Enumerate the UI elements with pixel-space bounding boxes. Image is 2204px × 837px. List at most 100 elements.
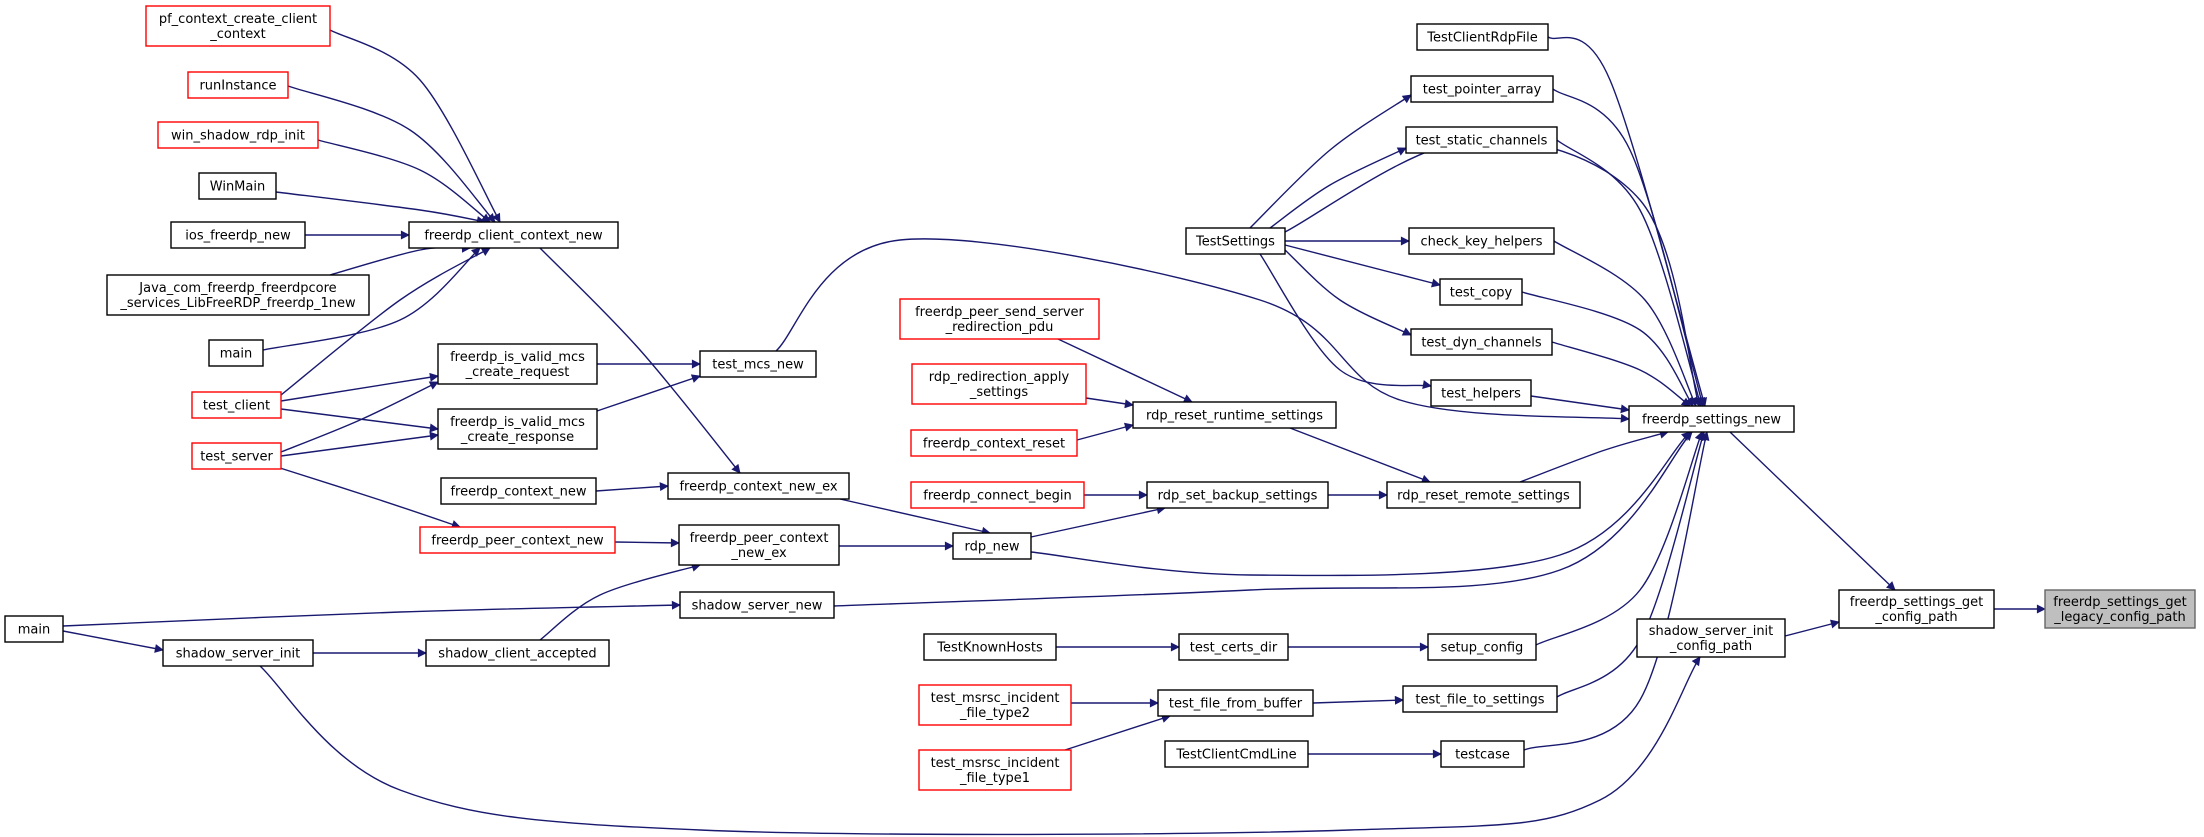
graph-node[interactable]: freerdp_is_valid_mcs_create_request	[437, 343, 598, 385]
graph-node[interactable]: freerdp_settings_get_config_path	[1838, 589, 1995, 629]
node-box	[1430, 379, 1532, 407]
graph-node[interactable]: freerdp_client_context_new	[408, 221, 619, 249]
graph-node[interactable]: TestKnownHosts	[923, 633, 1057, 661]
node-box	[157, 121, 319, 149]
graph-node[interactable]: rdp_set_backup_settings	[1146, 481, 1329, 509]
graph-node[interactable]: test_copy	[1439, 278, 1523, 306]
node-box	[1440, 740, 1525, 768]
call-edge	[259, 656, 1701, 836]
graph-node[interactable]: rdp_redirection_apply_settings	[911, 363, 1087, 405]
graph-node[interactable]: shadow_server_new	[679, 591, 835, 619]
node-label: freerdp_settings_get	[1850, 595, 1983, 610]
graph-node[interactable]: test_file_to_settings	[1402, 685, 1558, 713]
graph-node[interactable]: TestSettings	[1185, 227, 1286, 255]
graph-node[interactable]: freerdp_is_valid_mcs_create_response	[437, 408, 598, 450]
graph-node[interactable]: shadow_client_accepted	[425, 639, 610, 667]
graph-node[interactable]: freerdp_connect_begin	[910, 481, 1085, 509]
graph-node[interactable]: test_static_channels	[1405, 126, 1558, 154]
node-box	[440, 477, 597, 505]
node-box	[699, 350, 817, 378]
graph-node[interactable]: rdp_reset_runtime_settings	[1132, 401, 1337, 429]
call-edge	[62, 600, 681, 627]
graph-node[interactable]: check_key_helpers	[1408, 227, 1555, 255]
node-label: check_key_helpers	[1420, 235, 1542, 250]
graph-node[interactable]: freerdp_peer_context_new	[419, 526, 616, 554]
graph-node[interactable]: freerdp_context_new_ex	[667, 472, 850, 500]
graph-node[interactable]: freerdp_peer_context_new_ex	[678, 524, 840, 566]
graph-node[interactable]: shadow_server_init	[162, 639, 314, 667]
graph-node[interactable]: testcase	[1440, 740, 1525, 768]
call-edge	[614, 538, 680, 548]
node-label: freerdp_peer_context	[690, 531, 829, 546]
call-edge	[1784, 619, 1840, 637]
graph-node[interactable]: freerdp_context_reset	[910, 429, 1078, 457]
node-box	[106, 274, 370, 316]
call-edge	[1030, 505, 1166, 538]
call-edge	[1551, 341, 1691, 407]
node-label: freerdp_is_valid_mcs	[450, 415, 585, 430]
graph-node[interactable]: freerdp_peer_send_server_redirection_pdu	[899, 298, 1100, 340]
node-label: test_file_to_settings	[1415, 693, 1544, 708]
node-box	[1427, 633, 1537, 661]
graph-node[interactable]: test_msrsc_incident_file_type2	[918, 684, 1072, 726]
call-edge	[1284, 138, 1702, 407]
node-box	[437, 343, 598, 385]
graph-node[interactable]: test_certs_dir	[1178, 633, 1289, 661]
call-edge	[280, 372, 439, 402]
graph-node[interactable]: main	[4, 615, 64, 643]
node-label: WinMain	[210, 180, 265, 195]
node-label: _config_path	[1669, 639, 1752, 654]
graph-node[interactable]: shadow_server_init_config_path	[1636, 618, 1786, 658]
graph-node[interactable]: freerdp_settings_new	[1628, 405, 1795, 433]
graph-node[interactable]: TestClientRdpFile	[1416, 23, 1549, 51]
node-label: runInstance	[199, 79, 276, 94]
graph-node[interactable]: pf_context_create_client_context	[145, 5, 331, 47]
call-edge	[279, 467, 461, 529]
graph-node[interactable]: runInstance	[187, 71, 289, 99]
graph-node[interactable]: Java_com_freerdp_freerdpcore_services_Li…	[106, 274, 370, 316]
node-label: shadow_client_accepted	[438, 647, 596, 662]
node-label: TestSettings	[1195, 235, 1275, 250]
node-box	[918, 684, 1072, 726]
call-edge	[329, 243, 471, 276]
graph-node[interactable]: test_mcs_new	[699, 350, 817, 378]
node-label: TestKnownHosts	[936, 641, 1043, 656]
node-box	[899, 298, 1100, 340]
graph-node[interactable]: ios_freerdp_new	[170, 221, 306, 249]
graph-node[interactable]: WinMain	[198, 172, 277, 200]
graph-node[interactable]: test_msrsc_incident_file_type1	[918, 749, 1072, 791]
graph-node[interactable]: main	[208, 339, 264, 367]
graph-node[interactable]: freerdp_context_new	[440, 477, 597, 505]
graph-node[interactable]: test_pointer_array	[1410, 75, 1554, 103]
call-edge	[275, 191, 486, 225]
node-label: freerdp_context_reset	[923, 437, 1065, 452]
graph-node[interactable]: rdp_new	[952, 532, 1032, 560]
graph-node[interactable]: test_server	[191, 442, 282, 470]
graph-node[interactable]: TestClientCmdLine	[1164, 740, 1309, 768]
node-label: shadow_server_new	[692, 599, 823, 614]
graph-node[interactable]: test_helpers	[1430, 379, 1532, 407]
call-edge	[1519, 429, 1669, 483]
call-edge	[1076, 422, 1134, 441]
node-label: _legacy_config_path	[2053, 610, 2186, 625]
node-box	[187, 71, 289, 99]
graph-node[interactable]: win_shadow_rdp_init	[157, 121, 319, 149]
node-box	[910, 481, 1085, 509]
node-label: test_pointer_array	[1423, 83, 1542, 98]
graph-node[interactable]: test_dyn_channels	[1410, 328, 1553, 356]
node-box	[678, 524, 840, 566]
graph-node[interactable]: rdp_reset_remote_settings	[1386, 481, 1581, 509]
call-edge	[595, 482, 669, 492]
call-edge	[1057, 338, 1193, 403]
node-label: freerdp_is_valid_mcs	[450, 350, 585, 365]
node-label: _new_ex	[730, 546, 787, 561]
graph-node[interactable]: test_client	[191, 391, 282, 419]
node-box	[1408, 227, 1555, 255]
node-label: _services_LibFreeRDP_freerdp_1new	[119, 296, 356, 311]
node-label: _settings	[969, 385, 1029, 400]
call-edge	[1064, 714, 1171, 751]
node-label: main	[220, 347, 252, 362]
graph-node[interactable]: test_file_from_buffer	[1157, 689, 1314, 717]
node-label: freerdp_context_new_ex	[679, 480, 837, 495]
graph-node[interactable]: setup_config	[1427, 633, 1537, 661]
